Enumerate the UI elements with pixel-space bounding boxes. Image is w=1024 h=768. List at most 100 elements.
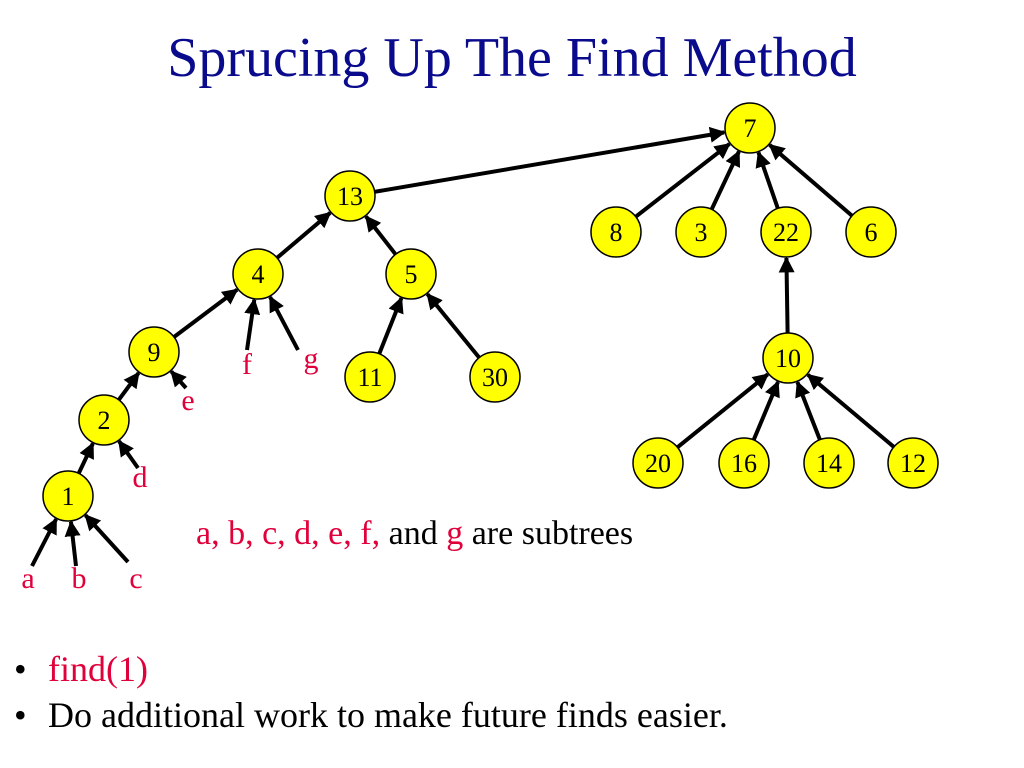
node-circle [385,248,437,300]
node-label: 1 [62,482,75,511]
tree-node-14: 14 [803,437,855,489]
edge-a-to-1 [30,517,58,567]
node-circle [724,102,776,154]
subtree-label-e: e [181,384,194,417]
subtree-label-d: d [133,461,148,494]
node-label: 4 [252,260,265,289]
caption-tail: are subtrees [471,515,634,552]
tree-node-1: 1 [42,470,94,522]
bullet-text-work: Do additional work to make future finds … [48,695,728,735]
node-circle [469,351,521,403]
edge-16-to-10 [751,380,780,441]
node-label: 7 [744,114,757,143]
nodes-layer: 7 13 8 3 22 6 4 5 9 11 30 2 1 10 20 16 14 12 [42,102,939,522]
node-label: 30 [482,363,508,392]
edge-f-to-4 [244,298,261,351]
edge-d-to-2 [117,439,140,470]
tree-node-8: 8 [590,206,642,258]
tree-node-22: 22 [760,206,812,258]
node-label: 11 [357,363,382,392]
edge-1-to-2 [76,442,95,475]
bullet-glyph: • [14,695,27,735]
node-label: 2 [98,406,111,435]
edge-20-to-10 [676,372,770,449]
node-label: 3 [695,218,708,247]
edge-e-to-9 [169,370,188,390]
node-circle [590,206,642,258]
tree-node-5: 5 [385,248,437,300]
node-label: 20 [645,449,671,478]
edge-6-to-7 [768,143,854,218]
node-label: 9 [148,338,161,367]
edge-11-to-5 [377,296,404,355]
edge-10-to-22 [778,256,795,334]
tree-node-10: 10 [762,332,814,384]
tree-node-16: 16 [718,437,770,489]
edge-30-to-5 [425,292,481,359]
node-circle [42,470,94,522]
node-label: 13 [337,182,363,211]
edge-3-to-7 [709,150,741,211]
subtree-label-b: b [72,562,87,595]
edge-5-to-13 [364,215,398,256]
edges-layer [30,126,896,567]
tree-node-13: 13 [324,170,376,222]
node-circle [78,394,130,446]
caption-g: g [446,515,464,552]
edge-22-to-7 [755,151,780,210]
subtree-label-g: g [304,342,319,375]
bullet-list: • find(1) • Do additional work to make f… [14,646,728,738]
edge-13-to-7 [374,126,726,194]
tree-node-7: 7 [724,102,776,154]
node-circle [344,351,396,403]
bullet-item: • find(1) [14,646,728,692]
edge-9-to-4 [172,288,239,339]
node-circle [232,248,284,300]
node-circle [718,437,770,489]
edge-g-to-4 [268,295,300,351]
tree-node-30: 30 [469,351,521,403]
subtree-label-c: c [129,562,142,595]
node-label: 10 [775,344,801,373]
subtree-label-f: f [242,348,252,381]
tree-node-3: 3 [675,206,727,258]
node-circle [675,206,727,258]
node-label: 14 [816,449,842,478]
subtree-labels-layer: a b c d e f g [21,342,318,595]
bullet-glyph: • [14,649,27,689]
node-circle [803,437,855,489]
node-label: 22 [773,218,799,247]
edge-4-to-13 [275,211,332,260]
edge-8-to-7 [634,142,731,219]
node-label: 6 [865,218,878,247]
edge-2-to-9 [117,371,141,402]
edge-c-to-1 [84,513,130,564]
edge-14-to-10 [795,380,822,441]
tree-node-6: 6 [845,206,897,258]
slide-title: Sprucing Up The Find Method [167,27,857,89]
tree-node-20: 20 [632,437,684,489]
node-circle [632,437,684,489]
tree-node-4: 4 [232,248,284,300]
node-circle [845,206,897,258]
caption-and: and [388,515,438,552]
tree-node-12: 12 [887,437,939,489]
node-circle [887,437,939,489]
node-label: 8 [610,218,623,247]
node-circle [128,326,180,378]
node-label: 16 [731,449,757,478]
node-label: 5 [405,260,418,289]
subtree-label-a: a [21,562,34,595]
edge-12-to-10 [806,373,896,449]
subtree-caption: a, b, c, d, e, f, and g are subtrees [196,514,633,554]
bullet-text-find: find(1) [48,649,148,689]
tree-node-11: 11 [344,351,396,403]
node-circle [324,170,376,222]
node-circle [762,332,814,384]
node-label: 12 [900,449,926,478]
caption-subtree-list: a, b, c, d, e, f, [196,515,381,552]
bullet-item: • Do additional work to make future find… [14,692,728,738]
node-circle [760,206,812,258]
union-find-tree-diagram: 7 13 8 3 22 6 4 5 9 11 30 2 1 10 20 16 14 12 a b c d e f g [21,102,939,595]
tree-node-2: 2 [78,394,130,446]
